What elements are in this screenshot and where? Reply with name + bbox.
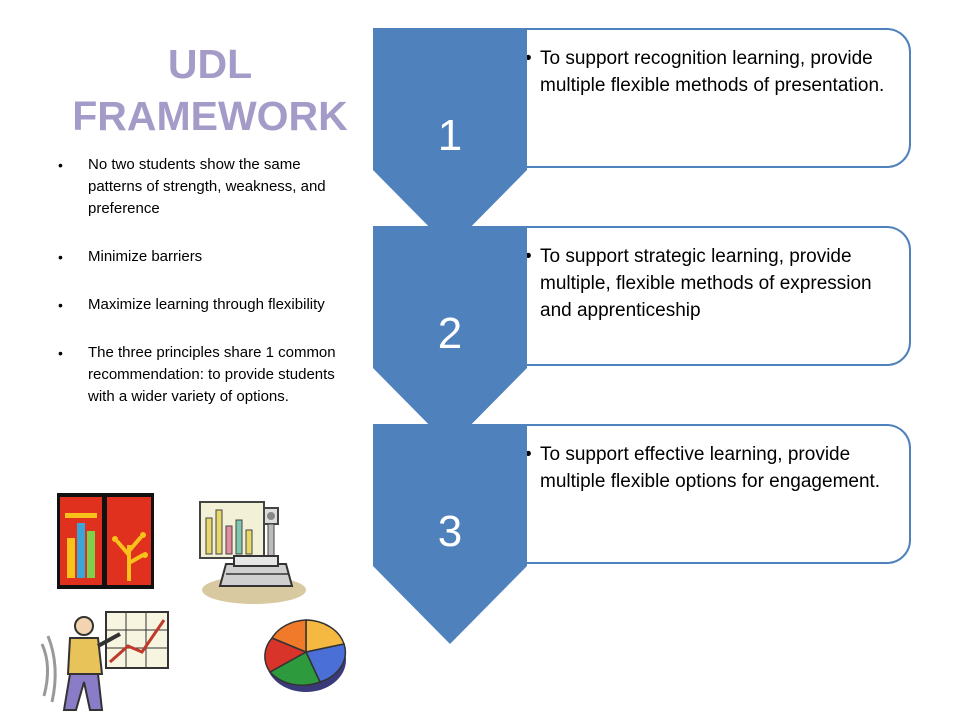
bullet-item: No two students show the same patterns o…: [58, 154, 350, 220]
presenter-icon: [40, 611, 169, 711]
chevron-2: [373, 226, 527, 446]
bullet-item: Maximize learning through flexibility: [58, 294, 350, 316]
bullet-list: No two students show the same patterns o…: [58, 154, 350, 434]
pie-chart-icon: [264, 619, 347, 692]
step-3-box: • To support effective learning, provide…: [495, 424, 911, 564]
title-line-2: FRAMEWORK: [72, 93, 348, 139]
chevron-3: [373, 424, 527, 644]
title-line-1: UDL: [167, 41, 253, 87]
chevron-1: [373, 28, 527, 248]
step-1-number: 1: [437, 111, 463, 160]
bullet-item: The three principles share 1 common reco…: [58, 342, 350, 408]
bar-chart-art-icon: [57, 493, 154, 589]
step-2-number: 2: [437, 309, 463, 358]
slide-title: UDL FRAMEWORK: [40, 38, 380, 142]
step-2-box: • To support strategic learning, provide…: [495, 226, 911, 366]
step-3-text: To support effective learning, provide m…: [540, 444, 881, 492]
step-1-box: • To support recognition learning, provi…: [495, 28, 911, 168]
projector-icon: [199, 501, 306, 604]
step-3-number: 3: [437, 507, 463, 556]
step-1-text: To support recognition learning, provide…: [540, 48, 885, 96]
step-2-text: To support strategic learning, provide m…: [540, 246, 872, 321]
bullet-item: Minimize barriers: [58, 246, 350, 268]
